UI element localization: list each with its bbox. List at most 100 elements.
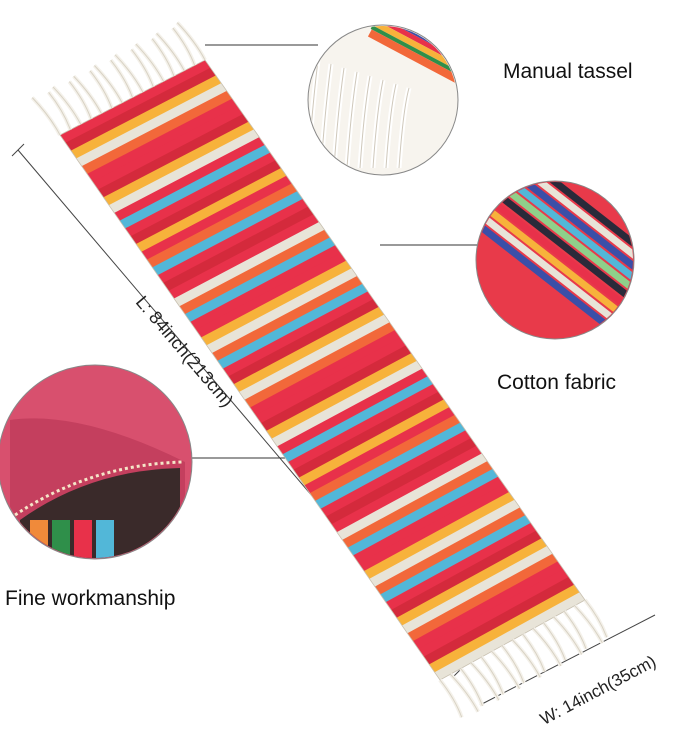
runner-stripe [250, 330, 402, 417]
runner-stripe [206, 268, 358, 355]
tassel-strand [151, 38, 175, 77]
detail-stripe [367, 29, 457, 112]
runner-stripe [152, 191, 304, 277]
tassel-strand [552, 615, 584, 656]
detail-fabric-stripe [496, 191, 633, 321]
runner-stripe [326, 438, 478, 526]
detail-tassel-strand [359, 75, 371, 169]
runner-stripe [190, 245, 342, 331]
runner-stripe [374, 507, 527, 596]
runner-stripe [195, 252, 347, 339]
runner-stripe [336, 453, 489, 541]
runner-stripe [282, 376, 434, 464]
tassel-strand [114, 54, 144, 93]
tassel-strand [172, 27, 196, 66]
runner-stripe [60, 60, 212, 144]
runner-stripe [342, 461, 494, 549]
tassel-strand [48, 91, 71, 130]
runner-stripe [353, 476, 505, 565]
tassel-strand [522, 633, 546, 672]
tassel-strand [481, 656, 504, 695]
runner-stripe [119, 144, 271, 230]
runner-stripe [108, 129, 261, 214]
fine-workmanship-label: Fine workmanship [5, 587, 176, 610]
detail-stripe [370, 26, 457, 104]
detail-fabric-stripe [523, 182, 633, 286]
detail-fabric-stripe [477, 220, 633, 338]
detail-fabric-stripe [501, 184, 633, 314]
tassel-strand [176, 22, 206, 61]
detail-edge-stripe [52, 520, 70, 558]
detail-tassel-strand [309, 59, 319, 169]
runner-stripe [87, 98, 239, 183]
runner-stripe [418, 569, 570, 658]
detail-edge-stripe [74, 520, 92, 558]
runner-stripe [271, 360, 423, 448]
runner-stripe [304, 407, 456, 495]
runner-stripe [98, 114, 250, 199]
detail-stripe [370, 26, 457, 100]
runner-stripe [260, 345, 413, 432]
cotton-fabric-label: Cotton fabric [497, 371, 617, 394]
runner-stripe [217, 283, 369, 370]
tassel-strand [439, 679, 463, 718]
tassel-strand [460, 668, 483, 707]
tassel-strand [448, 672, 480, 713]
detail-tassel-strand [333, 67, 345, 169]
runner-stripe [179, 229, 331, 316]
tassel-strand [573, 604, 605, 644]
runner-stripe [201, 260, 353, 347]
runner-stripe [293, 391, 445, 479]
runner-stripe [163, 206, 315, 292]
runner-stripe [233, 306, 385, 394]
detail-fabric-stripe [507, 182, 633, 307]
tassel-strand [531, 627, 563, 667]
runner-stripe [130, 160, 282, 246]
runner-stripe [320, 430, 472, 518]
runner-stripe [347, 468, 499, 557]
runner-stripe [434, 592, 585, 680]
tassel-strand [553, 616, 583, 655]
tassel-strand [469, 661, 501, 702]
tassel-strand [512, 639, 541, 678]
runner-stripe [255, 337, 407, 425]
runner-stripe [402, 546, 554, 635]
manual-tassel-label: Manual tassel [503, 60, 633, 83]
detail-circle-fabric [475, 180, 635, 340]
tassel-strand [563, 611, 587, 649]
runner-stripe [266, 353, 418, 440]
runner-stripe [385, 522, 537, 612]
detail-edge-stripe [96, 520, 114, 558]
tassel-strand [73, 75, 102, 114]
runner-stripe [369, 499, 521, 588]
runner-stripe [239, 314, 391, 401]
runner-stripe [331, 445, 483, 534]
detail-fabric-stripe [484, 206, 633, 335]
detail-fabric-stripe [512, 182, 633, 300]
detail-tassel-strand [346, 71, 358, 169]
runner-stripe [423, 576, 575, 666]
runner-stripe [277, 368, 429, 456]
runner-stripe [228, 299, 380, 386]
runner-stripe [396, 538, 548, 627]
tassel-strand [68, 81, 92, 120]
runner-stripe [364, 492, 516, 580]
runner-stripe [222, 291, 375, 378]
tassel-strand [491, 651, 520, 690]
detail-tassel-strand [398, 87, 410, 169]
tassel-strand [470, 662, 500, 701]
tassel-strand [532, 628, 562, 667]
detail-fabric-stripe [518, 182, 633, 293]
runner-stripe [412, 561, 565, 650]
runner-stripe [141, 175, 293, 261]
table-runner [60, 60, 585, 680]
tassel-strand [131, 49, 154, 87]
runner-stripe [429, 584, 581, 674]
runner-stripe [136, 168, 288, 253]
runner-stripe [391, 530, 543, 619]
runner-stripe [157, 198, 309, 285]
runner-stripe [288, 384, 440, 471]
runner-stripe [174, 222, 326, 308]
detail-circle-workmanship [0, 364, 193, 560]
